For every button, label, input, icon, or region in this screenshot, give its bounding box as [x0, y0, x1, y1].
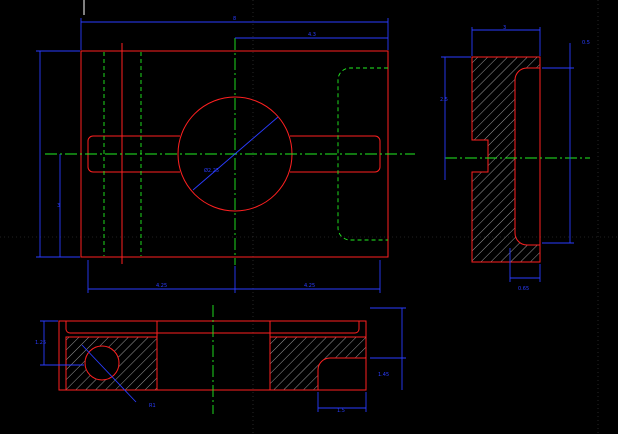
- dim-front-overall-width: 8: [233, 16, 236, 22]
- bottom-view-recess: [65, 321, 360, 334]
- bottom-view-hole[interactable]: [84, 345, 120, 381]
- front-view[interactable]: [45, 38, 415, 265]
- side-view[interactable]: [445, 56, 590, 263]
- dim-bottom-slot-width: 1.5: [337, 408, 345, 414]
- dim-side-bottom-width: 0.65: [518, 286, 529, 292]
- dim-bottom-left-height: 1.25: [35, 340, 46, 346]
- dim-front-left-span: 4.25: [156, 283, 167, 289]
- front-view-dimensions: [36, 18, 389, 293]
- bottom-fillet-leader: [81, 344, 137, 403]
- bottom-view[interactable]: [58, 305, 367, 414]
- dim-side-upper-height: 2.5: [440, 97, 448, 103]
- dim-bottom-fillet: R1: [149, 403, 156, 409]
- front-view-hidden-pocket: [337, 67, 388, 241]
- bottom-view-section-right[interactable]: [269, 336, 367, 391]
- bottom-view-dimensions: [40, 307, 406, 412]
- hole-leader: [192, 116, 279, 191]
- dim-front-hole: Ø2.25: [204, 167, 219, 174]
- dim-front-right-offset: 4.3: [308, 32, 316, 38]
- side-view-dimensions: [441, 27, 574, 282]
- side-view-section[interactable]: [471, 56, 541, 263]
- dim-front-right-span: 4.25: [304, 283, 315, 289]
- dim-front-height: 3: [57, 203, 60, 209]
- dim-bottom-right-height: 1.45: [378, 372, 389, 378]
- dimension-labels: 8 4.3 Ø2.25 3 4.25 4.25 3 0.5 2.5 0.65 1…: [35, 16, 590, 414]
- dim-side-top-offset: 0.5: [582, 40, 590, 46]
- dim-side-width: 3: [503, 25, 506, 31]
